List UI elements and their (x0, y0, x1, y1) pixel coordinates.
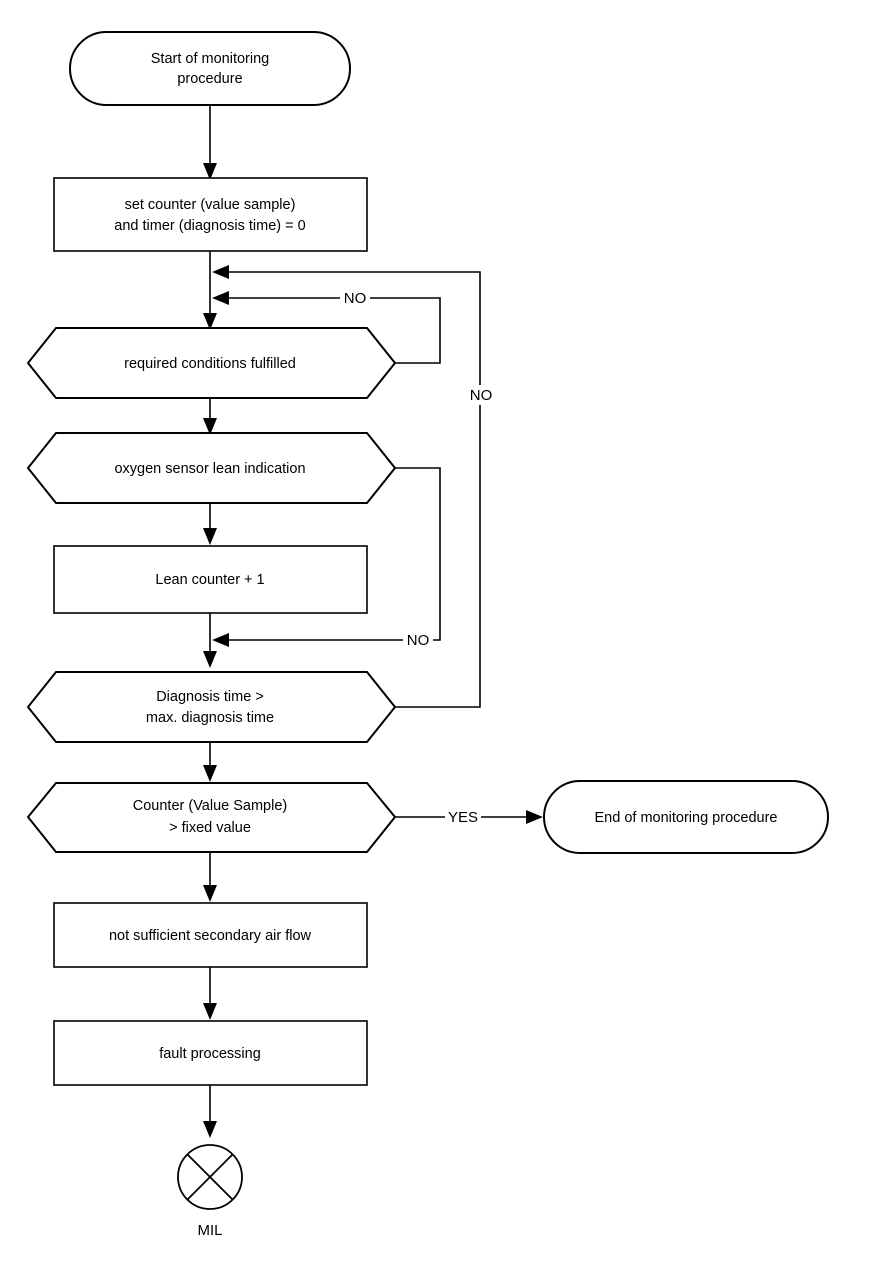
edge-label-group-diagnosis-no: NO (465, 385, 497, 405)
node-not-sufficient-air[interactable]: not sufficient secondary air flow (53, 902, 368, 968)
no-label-backdrop-required (340, 288, 370, 308)
node-set-counter[interactable]: set counter (value sample) and timer (di… (53, 177, 368, 252)
edge-label-counter-yes: YES (448, 809, 478, 826)
no-label-backdrop-oxygen (403, 630, 433, 650)
counter-value-sample-label-line1: Counter (Value Sample) (133, 798, 287, 814)
edge-required-conditions-no-loop: NO (212, 288, 441, 364)
node-counter-value-sample[interactable]: Counter (Value Sample) > fixed value (26, 782, 397, 853)
node-fault-processing[interactable]: fault processing (53, 1020, 368, 1086)
edge-oxygen-sensor-no-loop: NO (212, 467, 441, 650)
node-mil[interactable]: MIL (177, 1144, 243, 1239)
node-diagnosis-time[interactable]: Diagnosis time > max. diagnosis time (26, 671, 397, 743)
counter-value-sample-label-line2: > fixed value (169, 820, 251, 836)
diagnosis-time-shape (26, 671, 397, 743)
edge-not-sufficient-air-to-fault-processing (203, 967, 217, 1020)
lean-counter-shape (53, 545, 368, 614)
yes-label-backdrop (445, 807, 481, 827)
end-terminator-shape (543, 780, 829, 854)
edge-lean-counter-to-diagnosis-time (203, 613, 217, 668)
crossed-circle-icon (177, 1144, 243, 1210)
start-label-line2: procedure (177, 71, 242, 87)
end-label: End of monitoring procedure (595, 810, 778, 826)
oxygen-sensor-shape (26, 432, 397, 504)
start-label-line1: Start of monitoring (151, 51, 269, 67)
edge-oxygen-sensor-to-lean-counter (203, 503, 217, 545)
lean-counter-label: Lean counter + 1 (155, 572, 264, 588)
set-counter-shape (53, 177, 368, 252)
edge-counter-yes-to-end: YES (395, 807, 543, 827)
edge-diagnosis-time-no-loop (212, 265, 481, 708)
edge-diagnosis-time-to-counter (203, 742, 217, 782)
set-counter-label-line1: set counter (value sample) (125, 197, 296, 213)
edge-label-diagnosis-time-no: NO (470, 387, 493, 404)
start-terminator-shape (69, 31, 351, 106)
diagnosis-time-label-line2: max. diagnosis time (146, 710, 274, 726)
required-conditions-label: required conditions fulfilled (124, 356, 296, 372)
diagnosis-time-label-line1: Diagnosis time > (156, 689, 264, 705)
edge-counter-to-not-sufficient-air (203, 852, 217, 902)
edge-required-conditions-to-oxygen-sensor (203, 398, 217, 435)
edge-set-counter-to-required-conditions (203, 251, 217, 330)
oxygen-sensor-label: oxygen sensor lean indication (114, 461, 305, 477)
not-sufficient-air-shape (53, 902, 368, 968)
crossed-circle-icon-stroke-b (186, 1153, 234, 1201)
edge-fault-processing-to-mil (203, 1085, 217, 1138)
required-conditions-shape (26, 327, 397, 399)
no-label-backdrop-diagnosis (465, 385, 497, 405)
mil-caption: MIL (197, 1222, 222, 1239)
not-sufficient-air-label: not sufficient secondary air flow (109, 928, 312, 944)
edge-label-required-conditions-no: NO (344, 290, 367, 307)
edge-start-to-set-counter (203, 105, 217, 180)
fault-processing-shape (53, 1020, 368, 1086)
node-required-conditions[interactable]: required conditions fulfilled (26, 327, 397, 399)
node-end[interactable]: End of monitoring procedure (543, 780, 829, 854)
edge-label-oxygen-sensor-no: NO (407, 632, 430, 649)
node-lean-counter[interactable]: Lean counter + 1 (53, 545, 368, 614)
node-oxygen-sensor[interactable]: oxygen sensor lean indication (26, 432, 397, 504)
fault-processing-label: fault processing (159, 1046, 261, 1062)
node-start[interactable]: Start of monitoring procedure (69, 31, 351, 106)
set-counter-label-line2: and timer (diagnosis time) = 0 (114, 218, 305, 234)
counter-value-sample-shape (26, 782, 397, 853)
